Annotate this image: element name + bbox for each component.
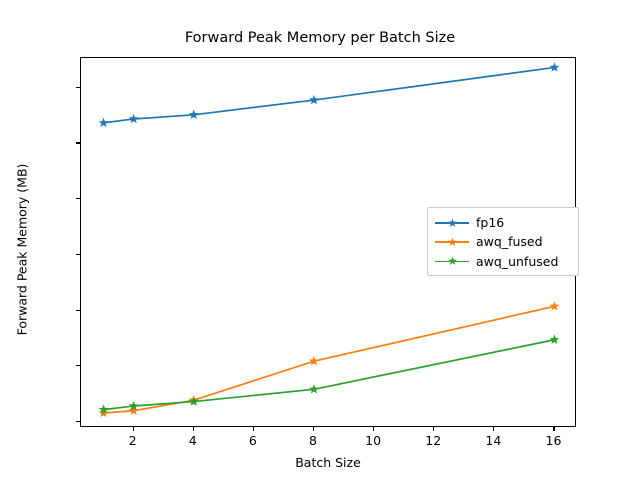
x-tick-label: 12 (425, 433, 442, 448)
x-tick-label: 16 (545, 433, 562, 448)
x-tick-label: 14 (485, 433, 502, 448)
data-point-marker (98, 404, 109, 414)
series-line (103, 66, 555, 124)
x-tick-label: 4 (188, 433, 197, 448)
data-point-marker (188, 109, 199, 119)
x-tick-mark (312, 427, 315, 431)
data-point-marker (98, 407, 109, 418)
data-point-marker (309, 384, 319, 394)
y-tick-mark (76, 365, 80, 367)
series-awq_fused (98, 301, 560, 418)
x-tick-mark (553, 427, 555, 431)
x-tick-mark (252, 427, 254, 431)
chart-title: Forward Peak Memory per Batch Size (184, 30, 456, 46)
data-point-marker (309, 94, 319, 105)
y-tick-mark (76, 142, 80, 144)
series-fp16 (98, 62, 560, 128)
star-icon: ★ (447, 254, 458, 269)
star-icon: ★ (447, 234, 458, 249)
legend-line (435, 222, 469, 224)
x-tick-label: 2 (128, 433, 137, 448)
y-tick-mark (76, 309, 80, 311)
legend-swatch: ★ (435, 235, 469, 249)
x-tick-mark (493, 427, 495, 431)
x-axis-label: Batch Size (295, 455, 361, 470)
y-tick-mark (76, 198, 80, 200)
legend-label: fp16 (476, 215, 505, 231)
data-point-marker (549, 301, 560, 311)
data-point-marker (309, 355, 319, 366)
x-tick-mark (433, 427, 435, 431)
y-tick-mark (76, 420, 80, 422)
legend-label: awq_fused (476, 234, 543, 250)
legend-item-awq_fused[interactable]: ★ awq_fused (435, 232, 571, 251)
data-point-marker (98, 117, 109, 128)
y-tick-mark (76, 253, 80, 255)
x-tick-label: 10 (365, 433, 382, 448)
series-line (103, 338, 555, 411)
data-point-marker (549, 62, 560, 72)
chart-legend: ★ fp16 ★ awq_fused ★ awq_unfused (427, 207, 579, 276)
x-tick-mark (132, 427, 134, 431)
series-awq_unfused (98, 334, 560, 414)
plot-series-svg (98, 62, 560, 418)
data-point-marker (188, 396, 199, 406)
y-axis-label: Forward Peak Memory (MB) (14, 163, 30, 336)
data-point-marker (128, 405, 139, 415)
x-tick-label: 8 (308, 433, 317, 448)
data-point-marker (128, 400, 139, 411)
legend-swatch: ★ (435, 216, 469, 230)
data-point-marker (128, 113, 139, 124)
x-tick-label: 6 (248, 433, 257, 448)
legend-line (435, 260, 469, 263)
legend-swatch: ★ (435, 254, 469, 268)
legend-item-awq_unfused[interactable]: ★ awq_unfused (435, 252, 571, 271)
series-line (103, 305, 555, 414)
data-point-marker (549, 334, 560, 344)
y-tick-mark (76, 86, 80, 88)
legend-label: awq_unfused (476, 253, 559, 269)
star-icon: ★ (447, 215, 458, 230)
legend-item-fp16[interactable]: ★ fp16 (435, 213, 571, 232)
legend-line (435, 241, 469, 244)
x-tick-mark (373, 427, 375, 431)
x-tick-mark (192, 427, 194, 431)
